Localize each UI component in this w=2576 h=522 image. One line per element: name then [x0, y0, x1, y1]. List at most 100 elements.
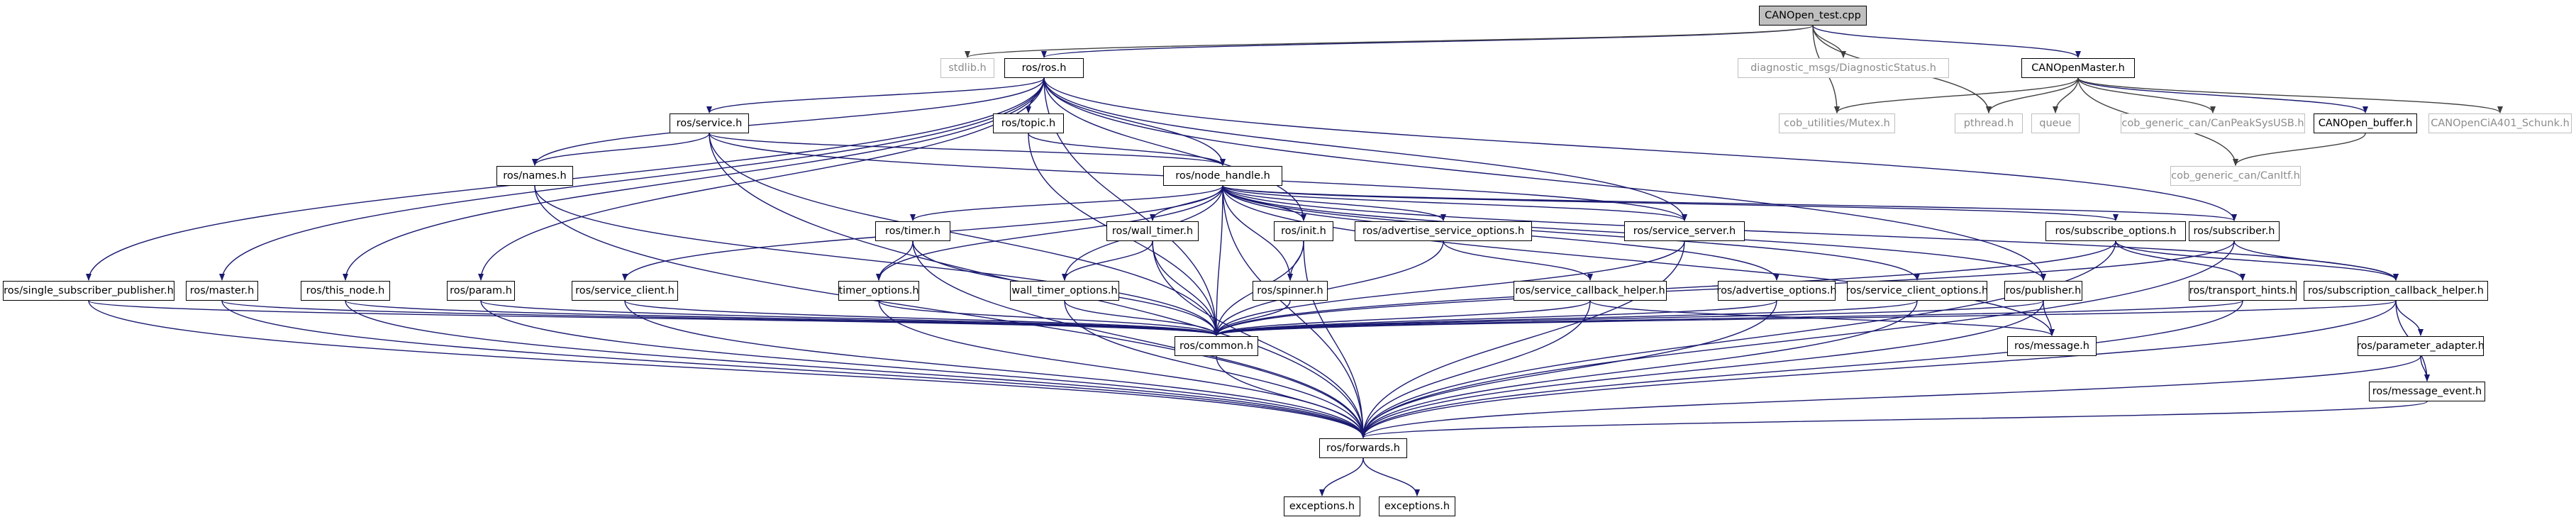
node-ros-node-handle-h[interactable]: ros/node_handle.h — [1163, 166, 1282, 186]
edge-adv_service_opts-to-service_cb_helper — [1443, 240, 1593, 281]
edge-node_handle-to-service_server — [1222, 185, 1687, 221]
edge-canopenmaster-to-canopen_buffer — [2077, 77, 2368, 113]
edge-names_h-to-common_h — [534, 185, 1219, 336]
edge-node_handle-to-common_h — [1214, 185, 1223, 336]
node-queue: queue — [2031, 113, 2080, 133]
edge-ros_h-to-master_h — [219, 77, 1045, 281]
edge-ros_h-to-subscriber_h — [1043, 77, 2237, 221]
node-wall-timer-options-h[interactable]: wall_timer_options.h — [1010, 281, 1119, 301]
node-canopen-buffer-h[interactable]: CANOpen_buffer.h — [2314, 113, 2417, 133]
edge-names_h-to-forwards_h — [534, 185, 1366, 438]
edge-this_node-to-forwards_h — [345, 300, 1366, 438]
edge-canopenmaster-to-queue — [2053, 77, 2079, 113]
node-ros-message-h[interactable]: ros/message.h — [2007, 336, 2097, 356]
edge-node_handle-to-service_client_opts — [1222, 185, 1920, 281]
node-ros-subscribe-options-h[interactable]: ros/subscribe_options.h — [2045, 221, 2186, 241]
node-subscription-callback-helper-h[interactable]: ros/subscription_callback_helper.h — [2304, 281, 2488, 301]
node-ros-message-event-h[interactable]: ros/message_event.h — [2369, 382, 2485, 401]
node-ros-master-h[interactable]: ros/master.h — [186, 281, 258, 301]
node-advertise-service-options-h[interactable]: ros/advertise_service_options.h — [1355, 221, 1532, 241]
node-ros-ros-h[interactable]: ros/ros.h — [1004, 58, 1084, 78]
edge-parameter_adapter-to-message_event — [2420, 355, 2430, 382]
edge-param_h-to-common_h — [480, 300, 1219, 336]
edge-transport_hints-to-common_h — [1214, 300, 2243, 336]
edge-subscription_cb_helper-to-common_h — [1214, 300, 2397, 336]
node-ros-service-h[interactable]: ros/service.h — [670, 113, 749, 133]
edge-canopenmaster-to-pthread — [1986, 77, 2079, 113]
edge-service_client_opts-to-common_h — [1214, 300, 1918, 336]
edge-message_event-to-forwards_h — [1360, 401, 2428, 438]
edge-node_handle-to-spinner — [1222, 185, 1293, 281]
edge-subscriber_h-to-forwards_h — [1360, 240, 2235, 438]
node-single-subscriber-publisher-h[interactable]: ros/single_subscriber_publisher.h — [3, 281, 174, 301]
edge-subscriber_h-to-subscription_cb_helper — [2233, 240, 2399, 281]
node-canopenmaster-h[interactable]: CANOpenMaster.h — [2021, 58, 2135, 78]
node-service-client-options-h[interactable]: ros/service_client_options.h — [1846, 281, 1988, 301]
node-canopencia401-schunk-h: CANOpenCiA401_Schunk.h — [2428, 113, 2572, 133]
edge-subscribe_opts-to-transport_hints — [2115, 240, 2245, 281]
edge-canopenmaster-to-cia401 — [2077, 77, 2503, 113]
edge-topic_h-to-node_handle — [1028, 133, 1226, 166]
edge-ros_h-to-init_h — [1043, 77, 1306, 221]
edge-master_h-to-forwards_h — [221, 300, 1366, 438]
edge-node_handle-to-timer_options — [876, 185, 1223, 281]
node-canitf-h: cob_generic_can/CanItf.h — [2170, 166, 2301, 186]
node-ros-advertise-options-h[interactable]: ros/advertise_options.h — [1716, 281, 1837, 301]
edge-service_cb_helper-to-forwards_h — [1360, 300, 1591, 438]
edge-parameter_adapter-to-forwards_h — [1360, 355, 2421, 438]
edge-service_cb_helper-to-common_h — [1214, 300, 1591, 336]
node-service-callback-helper-h[interactable]: ros/service_callback_helper.h — [1514, 281, 1667, 301]
edge-service_client-to-common_h — [624, 300, 1219, 336]
edge-canopenmaster-to-cob_mutex — [1834, 77, 2079, 113]
edge-subscription_cb_helper-to-parameter_adapter — [2395, 300, 2424, 336]
node-ros-topic-h[interactable]: ros/topic.h — [993, 113, 1064, 133]
edge-node_handle-to-subscriber_h — [1222, 185, 2237, 221]
node-ros-transport-hints-h[interactable]: ros/transport_hints.h — [2189, 281, 2297, 301]
node-ros-init-h[interactable]: ros/init.h — [1274, 221, 1333, 241]
node-timer-options-h[interactable]: timer_options.h — [838, 281, 919, 301]
edge-service_server-to-forwards_h — [1360, 240, 1685, 438]
edge-root-to-canopenmaster — [1812, 25, 2081, 58]
node-ros-this-node-h[interactable]: ros/this_node.h — [301, 281, 390, 301]
edge-forwards_h-to-exceptions2 — [1362, 457, 1420, 496]
edge-advertise_opts-to-forwards_h — [1360, 300, 1777, 438]
node-ros-publisher-h[interactable]: ros/publisher.h — [2004, 281, 2082, 301]
edge-timer_h-to-forwards_h — [912, 240, 1366, 438]
node-exceptions-h-right[interactable]: exceptions.h — [1379, 496, 1455, 516]
node-diagnostic-status-h: diagnostic_msgs/DiagnosticStatus.h — [1738, 58, 1949, 78]
edge-subscribe_opts-to-forwards_h — [1360, 240, 2116, 438]
node-ros-spinner-h[interactable]: ros/spinner.h — [1253, 281, 1328, 301]
node-ros-param-h[interactable]: ros/param.h — [447, 281, 515, 301]
node-ros-parameter-adapter-h[interactable]: ros/parameter_adapter.h — [2357, 336, 2485, 356]
edge-adv_service_opts-to-common_h — [1214, 240, 1444, 336]
edge-wall_timer-to-common_h — [1152, 240, 1219, 336]
edge-root-to-stdlib — [965, 25, 1814, 58]
edge-forwards_h-to-exceptions1 — [1319, 457, 1364, 496]
edge-ros_h-to-service_server — [1043, 77, 1687, 221]
edge-ros_h-to-node_handle — [1043, 77, 1226, 166]
edge-service_client_opts-to-forwards_h — [1360, 300, 1918, 438]
node-ros-service-server-h[interactable]: ros/service_server.h — [1624, 221, 1745, 241]
node-ros-common-h[interactable]: ros/common.h — [1175, 336, 1258, 356]
node-ros-forwards-h[interactable]: ros/forwards.h — [1319, 438, 1407, 458]
edge-advertise_opts-to-common_h — [1214, 300, 1777, 336]
edge-init_h-to-forwards_h — [1303, 240, 1366, 438]
edge-wall_timer-to-wall_timer_options — [1062, 240, 1153, 281]
edge-ros_h-to-names_h — [532, 77, 1045, 166]
node-exceptions-h-left[interactable]: exceptions.h — [1284, 496, 1360, 516]
node-ros-service-client-h[interactable]: ros/service_client.h — [572, 281, 678, 301]
edge-timer_options-to-common_h — [878, 300, 1219, 336]
edge-param_h-to-forwards_h — [480, 300, 1366, 438]
node-ros-subscriber-h[interactable]: ros/subscriber.h — [2189, 221, 2280, 241]
edge-wall_timer_options-to-common_h — [1064, 300, 1219, 336]
node-ros-timer-h[interactable]: ros/timer.h — [875, 221, 950, 241]
edge-service_h-to-node_handle — [709, 133, 1226, 166]
node-cob-utilities-mutex-h: cob_utilities/Mutex.h — [1779, 113, 1895, 133]
node-ros-wall-timer-h[interactable]: ros/wall_timer.h — [1106, 221, 1199, 241]
node-stdlib-h: stdlib.h — [940, 58, 994, 78]
node-ros-names-h[interactable]: ros/names.h — [496, 166, 573, 186]
edge-single_sub_pub-to-forwards_h — [88, 300, 1366, 438]
edge-common_h-to-forwards_h — [1216, 355, 1366, 438]
